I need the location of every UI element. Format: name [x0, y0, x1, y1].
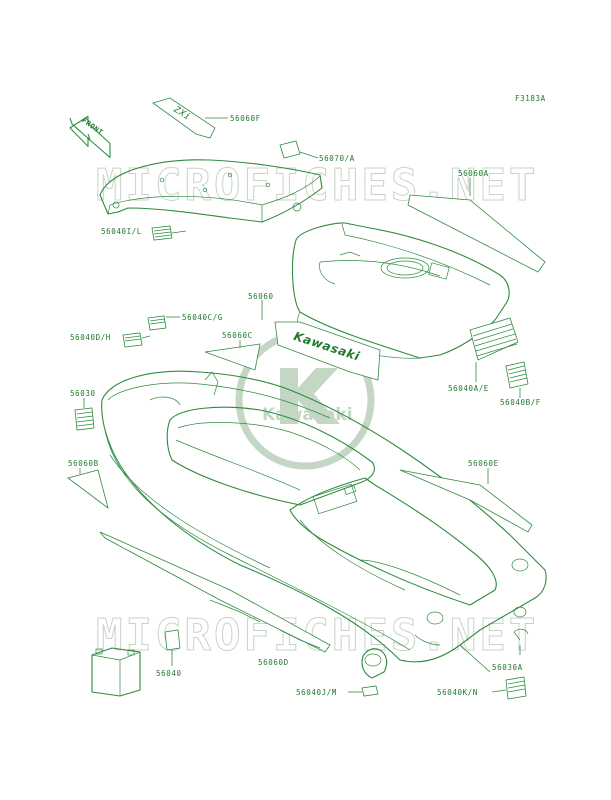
front-arrow-label: FRONT — [80, 116, 104, 136]
decal-56040-box — [91, 629, 181, 697]
leader-lines — [141, 230, 491, 673]
logo-text: Kawasaki — [262, 405, 353, 425]
callout-56040BF: 56040B/F — [500, 398, 541, 407]
callout-56030A: 56030A — [492, 663, 523, 672]
callout-56040: 56040 — [156, 669, 182, 678]
stripe-56060A — [407, 178, 546, 273]
decal-56060C — [204, 340, 261, 371]
decal-56060B — [67, 468, 109, 510]
decal-56040CG — [147, 315, 180, 331]
callout-56030: 56030 — [70, 389, 96, 398]
knob-56040JM — [348, 648, 388, 697]
fender-decal-56060F: ZXi — [152, 97, 228, 139]
kawasaki-logo: Kawasaki — [235, 330, 375, 470]
callout-56060A: 56060A — [458, 169, 489, 178]
decal-56070A — [279, 140, 319, 159]
decal-56030 — [74, 398, 95, 431]
decal-56040DH — [122, 332, 143, 348]
decal-56040BF — [505, 361, 529, 398]
clip-56030A — [513, 628, 529, 655]
stripe-56060D — [99, 531, 331, 653]
decal-56040IL — [151, 225, 173, 241]
callout-56060F: 56060F — [230, 114, 261, 123]
stripe-56060E — [399, 468, 533, 533]
callout-56060B: 56060B — [68, 459, 99, 468]
callout-56060D: 56060D — [258, 658, 289, 667]
hull-part — [101, 370, 547, 663]
hood-part — [292, 222, 519, 361]
callout-56040IL: 56040I/L — [101, 227, 142, 236]
front-arrow-icon: FRONT — [69, 115, 111, 159]
figure-code: F3183A — [515, 94, 546, 103]
callout-labels: 56060F 56070/A 56060A 56040I/L 56060 560… — [68, 114, 541, 697]
callout-56040AE: 56040A/E — [448, 384, 489, 393]
callout-56040DH: 56040D/H — [70, 333, 111, 342]
callout-56060: 56060 — [248, 292, 274, 301]
callout-56070A: 56070/A — [319, 154, 355, 163]
callout-56040KN: 56040K/N — [437, 688, 478, 697]
decal-56040KN — [491, 676, 527, 700]
callout-56040JM: 56040J/M — [296, 688, 337, 697]
rear-fender-part — [99, 159, 323, 223]
callout-56060E: 56060E — [468, 459, 499, 468]
callout-56040CG: 56040C/G — [182, 313, 223, 322]
callout-56060C: 56060C — [222, 331, 253, 340]
